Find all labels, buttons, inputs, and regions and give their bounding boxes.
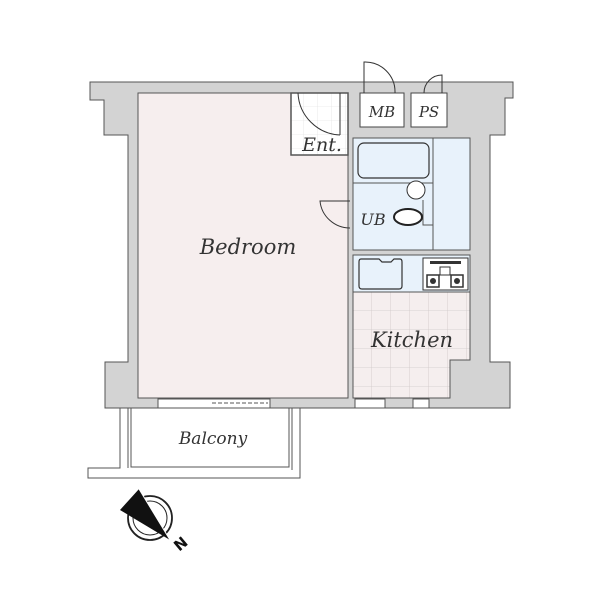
unit-bath-label: UB — [360, 210, 385, 229]
kitchen-floor — [352, 291, 471, 399]
bedroom-label: Bedroom — [199, 235, 297, 259]
kitchen-sink-icon — [358, 258, 403, 290]
pipe-space — [410, 92, 448, 128]
north-label: N — [170, 533, 191, 555]
stove-icon — [422, 257, 469, 291]
meter-box-door-icon — [363, 61, 396, 94]
sink-basin-icon — [406, 180, 426, 200]
balcony-outline — [87, 408, 301, 479]
kitchen-label: Kitchen — [370, 328, 453, 352]
windows — [157, 398, 430, 409]
entrance-label: Ent. — [301, 134, 342, 156]
entrance-floor — [290, 92, 349, 156]
entrance-door-icon — [297, 92, 341, 136]
meter-box — [359, 92, 405, 128]
toilet-icon — [393, 208, 423, 226]
balcony-label: Balcony — [178, 429, 248, 449]
pipe-space-door-icon — [423, 74, 443, 94]
pipe-space-label: PS — [418, 103, 439, 121]
bath-door-icon — [319, 200, 351, 229]
bathtub-icon — [357, 142, 430, 179]
north-arrow-icon: N — [120, 488, 191, 555]
meter-box-label: MB — [368, 103, 395, 121]
